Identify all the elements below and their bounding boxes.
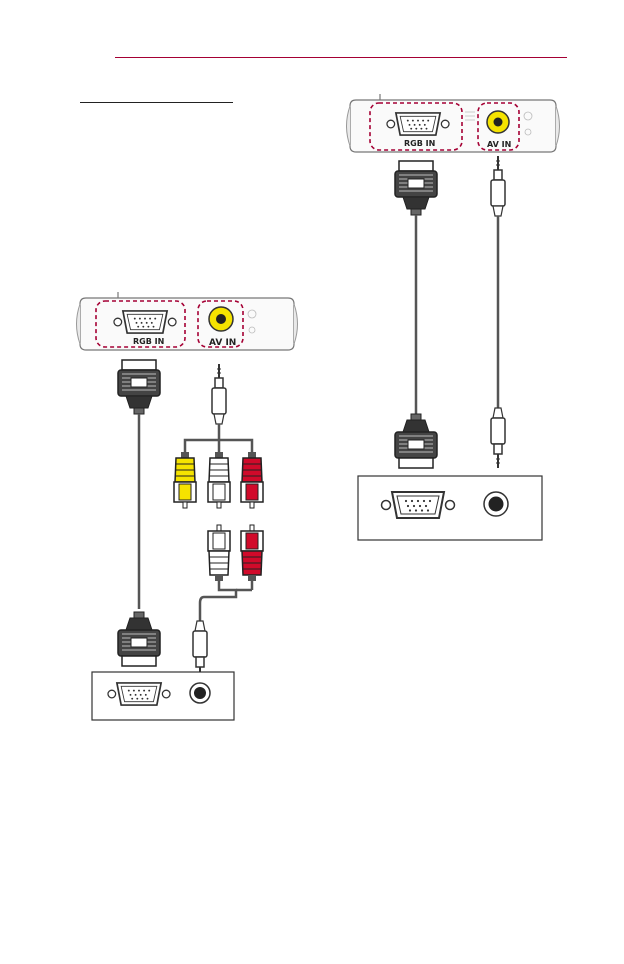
vga-connector-icon [395,161,437,215]
mini-jack-plug-icon [491,156,505,216]
left-av-cable [174,364,263,681]
right-projector: RGB IN AV IN [347,94,560,152]
left-source-device [92,672,234,720]
right-source-device [358,476,542,540]
left-projector: RGB IN AV IN [77,292,298,350]
rgb-in-label: RGB IN [133,337,164,346]
audio-jack-icon [484,492,508,516]
vga-connector-icon [395,414,437,468]
audio-jack-icon [190,683,210,703]
vga-connector-icon [118,360,160,414]
rca-plug-icon [241,452,263,508]
mini-jack-plug-icon [491,408,505,468]
rca-plug-icon [208,452,230,508]
vga-connector-icon [118,612,160,666]
av-jack-icon [209,307,233,331]
rca-plug-icon [241,525,263,581]
rca-plug-icon [174,452,196,508]
rgb-in-label: RGB IN [404,139,435,148]
rca-plug-icon [208,525,230,581]
mini-jack-plug-icon [212,364,226,424]
right-av-cable [491,156,505,468]
left-vga-cable [118,360,160,666]
av-in-label: AV IN [487,140,511,149]
av-in-label: AV IN [209,338,236,348]
av-jack-icon [487,111,509,133]
right-vga-cable [395,161,437,468]
